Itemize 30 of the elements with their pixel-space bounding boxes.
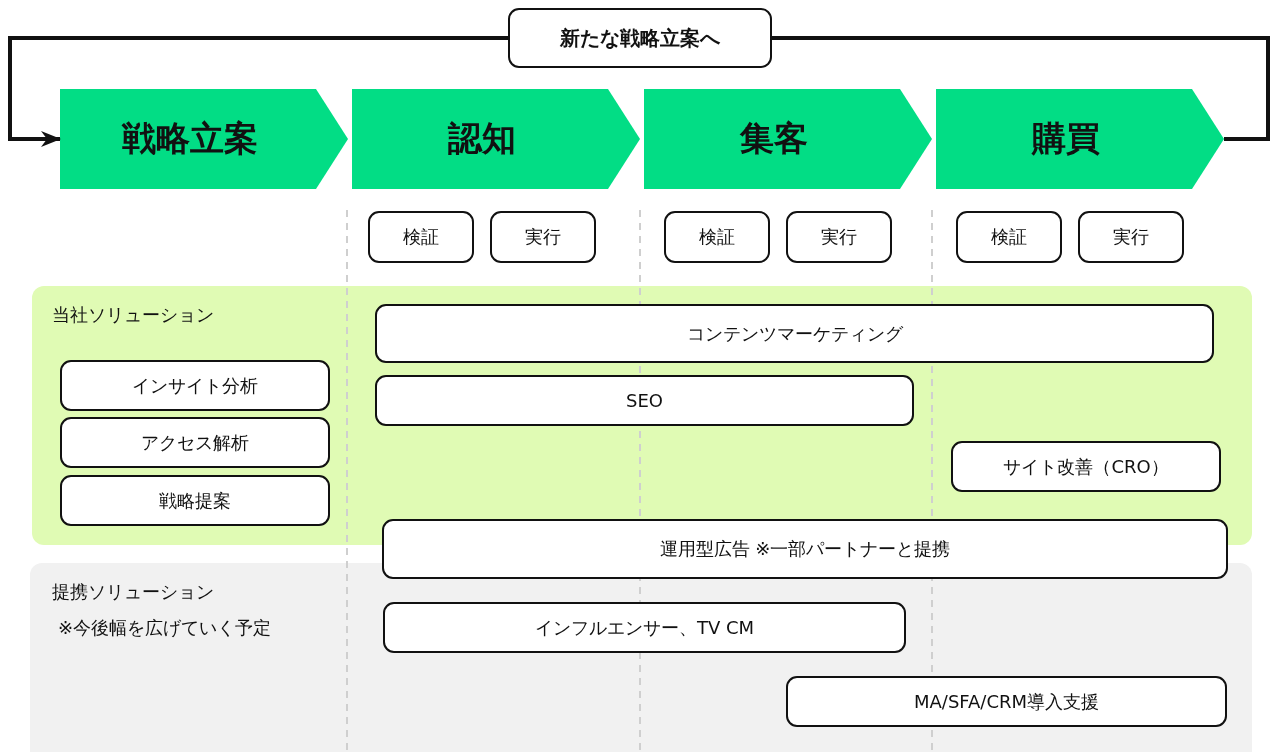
process-box: 検証 — [956, 211, 1062, 263]
process-box: 検証 — [368, 211, 474, 263]
process-box: アクセス解析 — [60, 417, 330, 468]
panel-heading: 当社ソリューション — [52, 303, 214, 327]
process-box: 実行 — [1078, 211, 1184, 263]
process-box: コンテンツマーケティング — [375, 304, 1214, 363]
connector-line — [772, 36, 1270, 141]
process-box: MA/SFA/CRM導入支援 — [786, 676, 1227, 727]
process-box: サイト改善（CRO） — [951, 441, 1221, 492]
process-box: インサイト分析 — [60, 360, 330, 411]
stage-title: 購買 — [1032, 117, 1100, 160]
stage-banner — [60, 89, 348, 189]
process-box: 戦略提案 — [60, 475, 330, 526]
stage-banner — [936, 89, 1224, 189]
stage-title: 認知 — [448, 117, 516, 160]
stage-banner — [352, 89, 640, 189]
process-box: 実行 — [490, 211, 596, 263]
process-box: 実行 — [786, 211, 892, 263]
process-box: 検証 — [664, 211, 770, 263]
panel-note: ※今後幅を広げていく予定 — [58, 616, 272, 640]
arrow — [8, 36, 508, 147]
stage-title: 戦略立案 — [122, 117, 258, 160]
stage-banner — [644, 89, 932, 189]
stage-title: 集客 — [740, 117, 808, 160]
panel-heading: 提携ソリューション — [52, 580, 214, 604]
process-box: SEO — [375, 375, 914, 426]
process-box: 運用型広告 ※一部パートナーと提携 — [382, 519, 1228, 579]
solution-panel — [30, 563, 1252, 752]
loop-label-box: 新たな戦略立案へ — [508, 8, 772, 68]
process-box: インフルエンサー、TV CM — [383, 602, 906, 653]
